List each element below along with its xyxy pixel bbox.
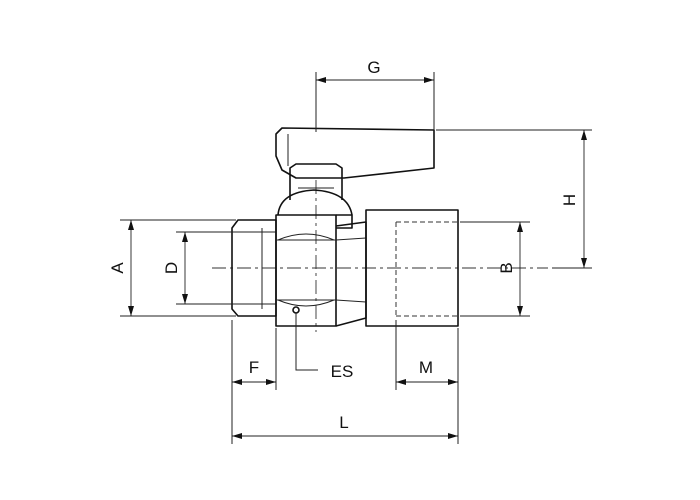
arrow-g-right (424, 77, 434, 83)
arrow-h-top (581, 130, 587, 140)
stem-outline (289, 163, 343, 200)
arrow-h-bottom (581, 258, 587, 268)
arrow-f-left (232, 379, 242, 385)
label-l: L (339, 413, 348, 432)
arrow-f-right (266, 379, 276, 385)
arrow-d-bottom (182, 294, 188, 304)
label-m: M (419, 358, 433, 377)
arrow-a-bottom (128, 306, 134, 316)
leader-es (295, 313, 318, 371)
label-g: G (367, 58, 380, 77)
es-port-marker (292, 306, 300, 314)
arrow-m-right (448, 379, 458, 385)
label-h: H (560, 194, 579, 206)
arrow-b-bottom (517, 306, 523, 316)
label-d: D (162, 262, 181, 274)
label-b: B (497, 262, 516, 273)
label-es: ES (331, 362, 354, 381)
stem-dome (277, 189, 353, 229)
hexagon-outline (275, 214, 337, 327)
dimension-labels: G H A D B F ES M L (108, 58, 579, 432)
extension-lines (120, 72, 592, 444)
centerlines (212, 180, 548, 332)
arrow-l-left (232, 433, 242, 439)
arrow-l-right (448, 433, 458, 439)
middle-collar (335, 221, 367, 327)
collar-outline (335, 221, 367, 327)
arrow-a-top (128, 220, 134, 230)
valve-body (231, 189, 459, 327)
hexagon-body (275, 214, 337, 327)
collar-line-top (335, 237, 367, 241)
label-f: F (249, 358, 259, 377)
female-thread-end (365, 209, 459, 327)
hex-chamfer-lower (277, 299, 335, 307)
dome-outline (277, 189, 353, 216)
dimension-lines (128, 77, 587, 439)
collar-line-bottom (335, 299, 367, 303)
hex-chamfer-upper (277, 233, 335, 241)
lever-handle-outline (275, 127, 435, 179)
arrow-g-left (316, 77, 326, 83)
arrow-b-top (517, 222, 523, 232)
arrow-d-top (182, 232, 188, 242)
neck-collar (336, 214, 353, 229)
female-end-outline (365, 209, 459, 327)
handle-assembly (275, 127, 435, 200)
arrow-m-left (396, 379, 406, 385)
label-a: A (108, 262, 127, 274)
